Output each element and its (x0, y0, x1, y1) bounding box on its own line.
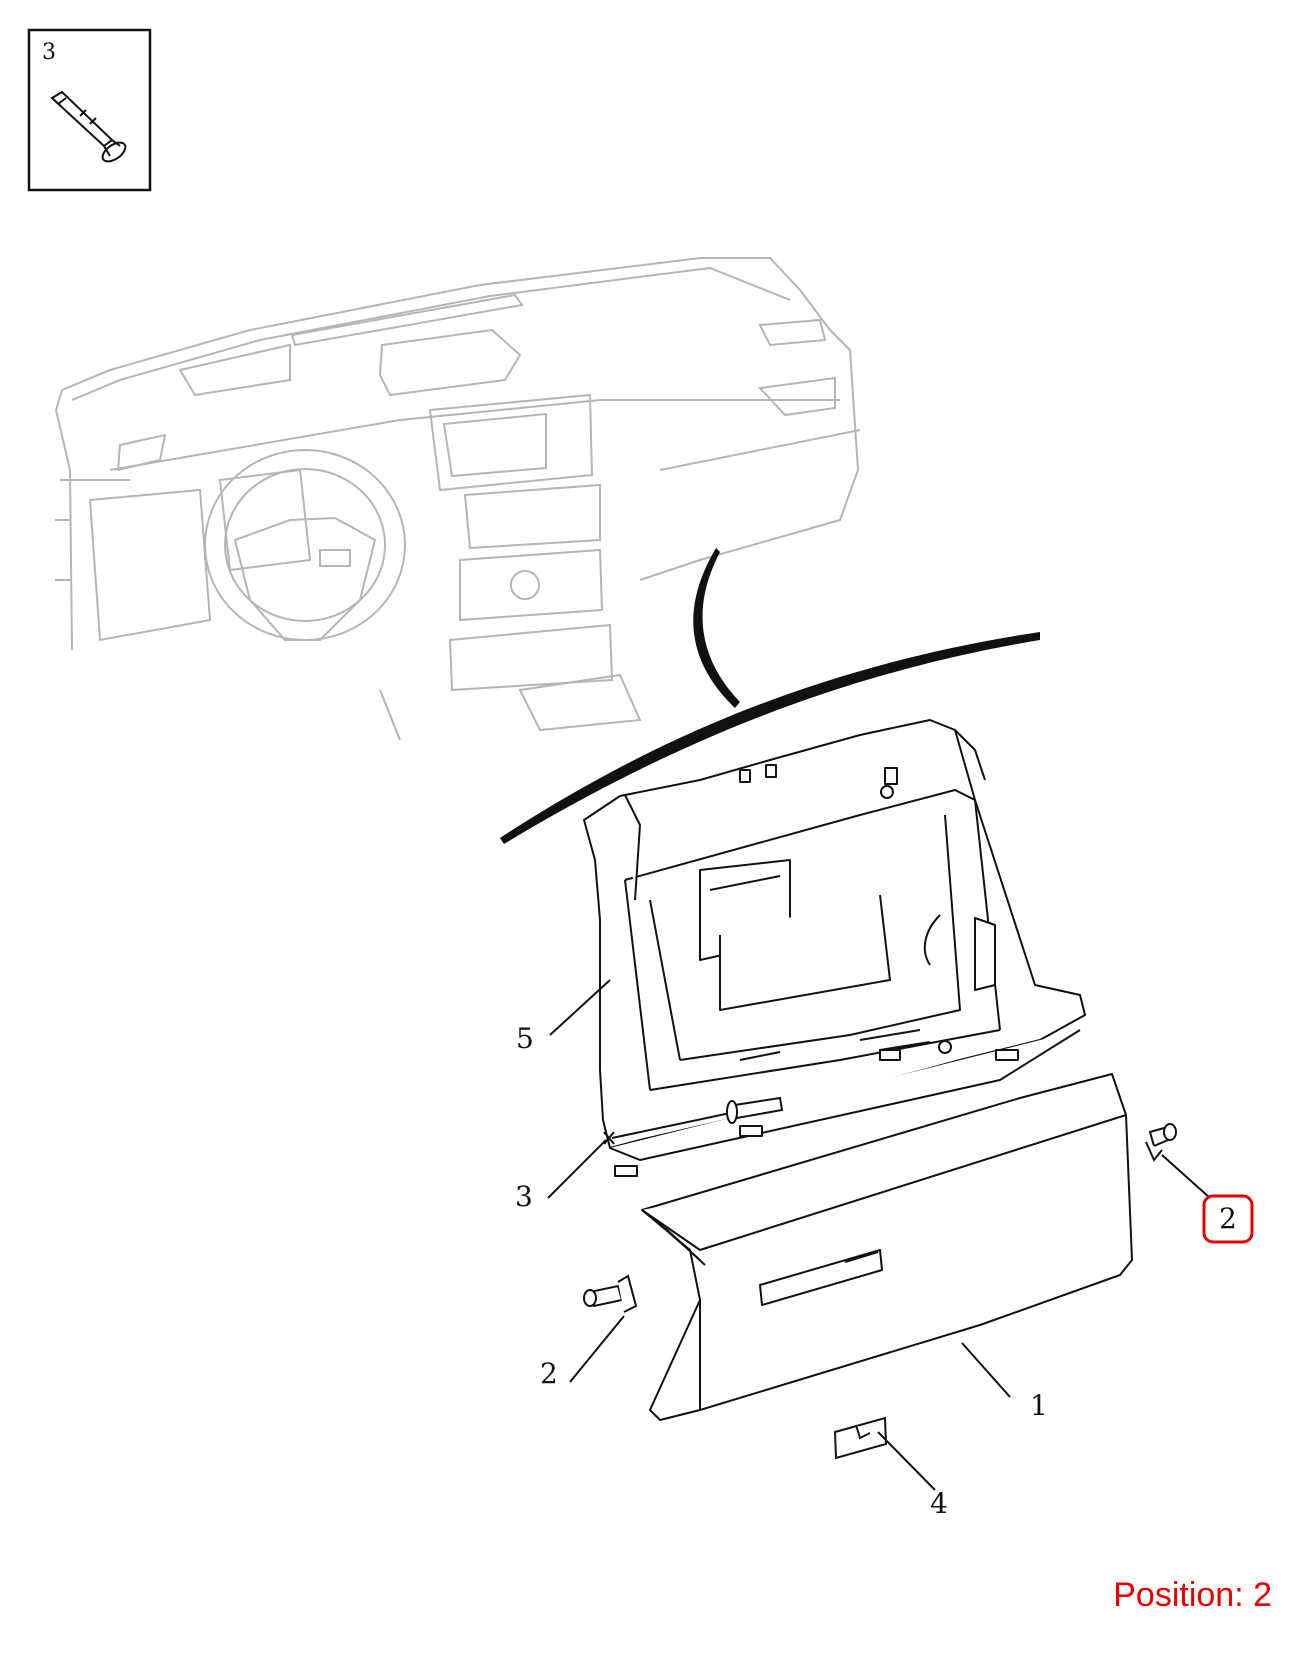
inset-callout-label: 3 (42, 40, 56, 65)
callout-1: 1 (1030, 1389, 1048, 1422)
detail-arrow (500, 548, 1040, 844)
glovebox-housing (583, 719, 1086, 1177)
callout-4: 4 (930, 1487, 948, 1520)
position-label: Position: 2 (1113, 1576, 1272, 1614)
glovebox-lid (641, 1073, 1133, 1421)
callout-3: 3 (515, 1180, 533, 1213)
position-highlight-box (1202, 1194, 1254, 1244)
inset-box (27, 28, 152, 192)
callout-5: 5 (516, 1022, 534, 1055)
callout-2-right: 2 (1219, 1202, 1237, 1235)
dashboard-outline (54, 257, 861, 741)
clip-icon-right (1145, 1123, 1177, 1162)
clip-icon-left (583, 1274, 638, 1313)
label-icon (833, 1416, 888, 1460)
push-pin-icon (50, 90, 127, 163)
push-pin-icon-assembly (603, 1096, 784, 1145)
leader-lines (547, 979, 1211, 1491)
callout-2-left: 2 (540, 1357, 558, 1390)
